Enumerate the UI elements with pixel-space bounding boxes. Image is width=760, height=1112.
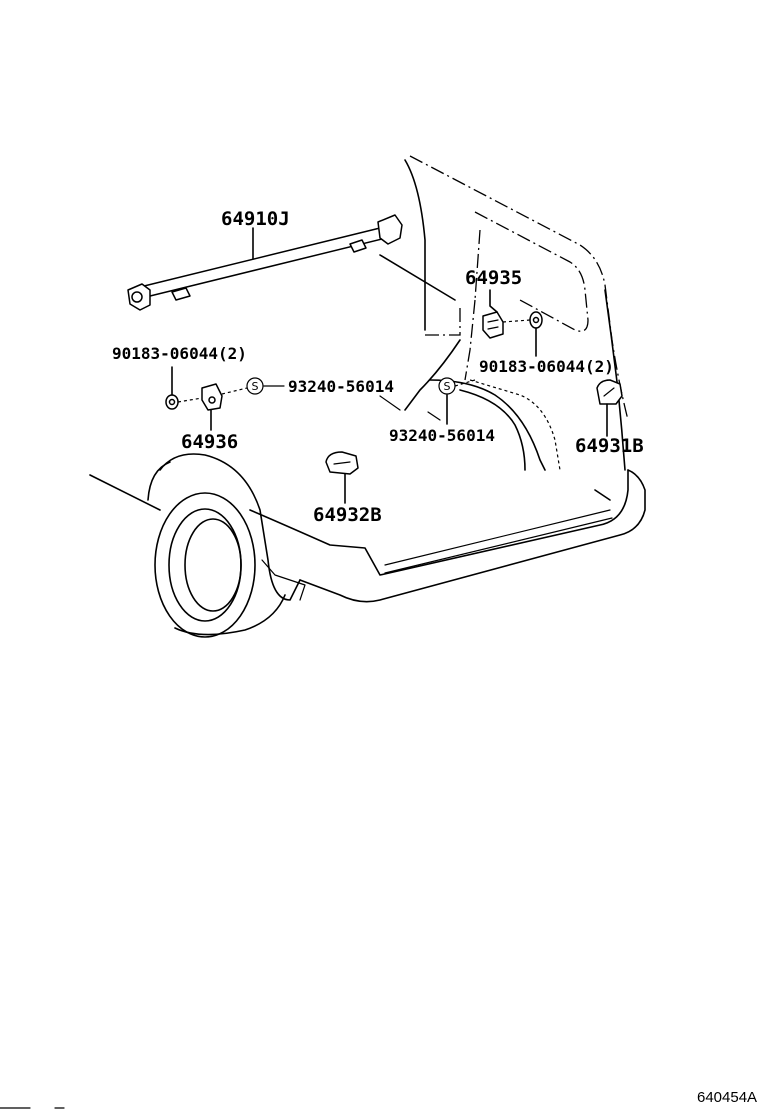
part-64910j-bar — [127, 214, 403, 311]
label-93240-right: 93240-56014 — [389, 426, 495, 445]
label-64932b: 64932B — [313, 504, 382, 526]
label-64931b: 64931B — [575, 435, 644, 457]
vehicle-rear-outline — [89, 155, 646, 603]
label-64935: 64935 — [465, 267, 522, 289]
leader-93240-left — [379, 395, 401, 411]
part-64932b-clip — [325, 451, 359, 504]
screw-symbol-right: S — [438, 377, 476, 425]
rear-wheel — [147, 453, 306, 638]
diagram-reference-code: 640454A — [697, 1089, 757, 1106]
label-64936: 64936 — [181, 431, 238, 453]
label-90183-left: 90183-06044(2) — [112, 344, 247, 363]
part-90183-nut-right — [502, 311, 543, 357]
label-93240-left: 93240-56014 — [288, 377, 394, 396]
part-64931b-clip — [596, 379, 623, 437]
part-64936-clip — [177, 383, 223, 431]
screw-symbol-left: S — [221, 377, 285, 395]
label-90183-right: 90183-06044(2) — [479, 357, 614, 376]
screw-symbol-left-label: S — [252, 380, 259, 393]
label-64910j: 64910J — [221, 208, 290, 230]
part-90183-nut-left — [165, 366, 179, 410]
part-64935-clip — [482, 289, 504, 339]
leader-93240-right — [427, 411, 441, 421]
screw-symbol-right-label: S — [444, 380, 451, 393]
